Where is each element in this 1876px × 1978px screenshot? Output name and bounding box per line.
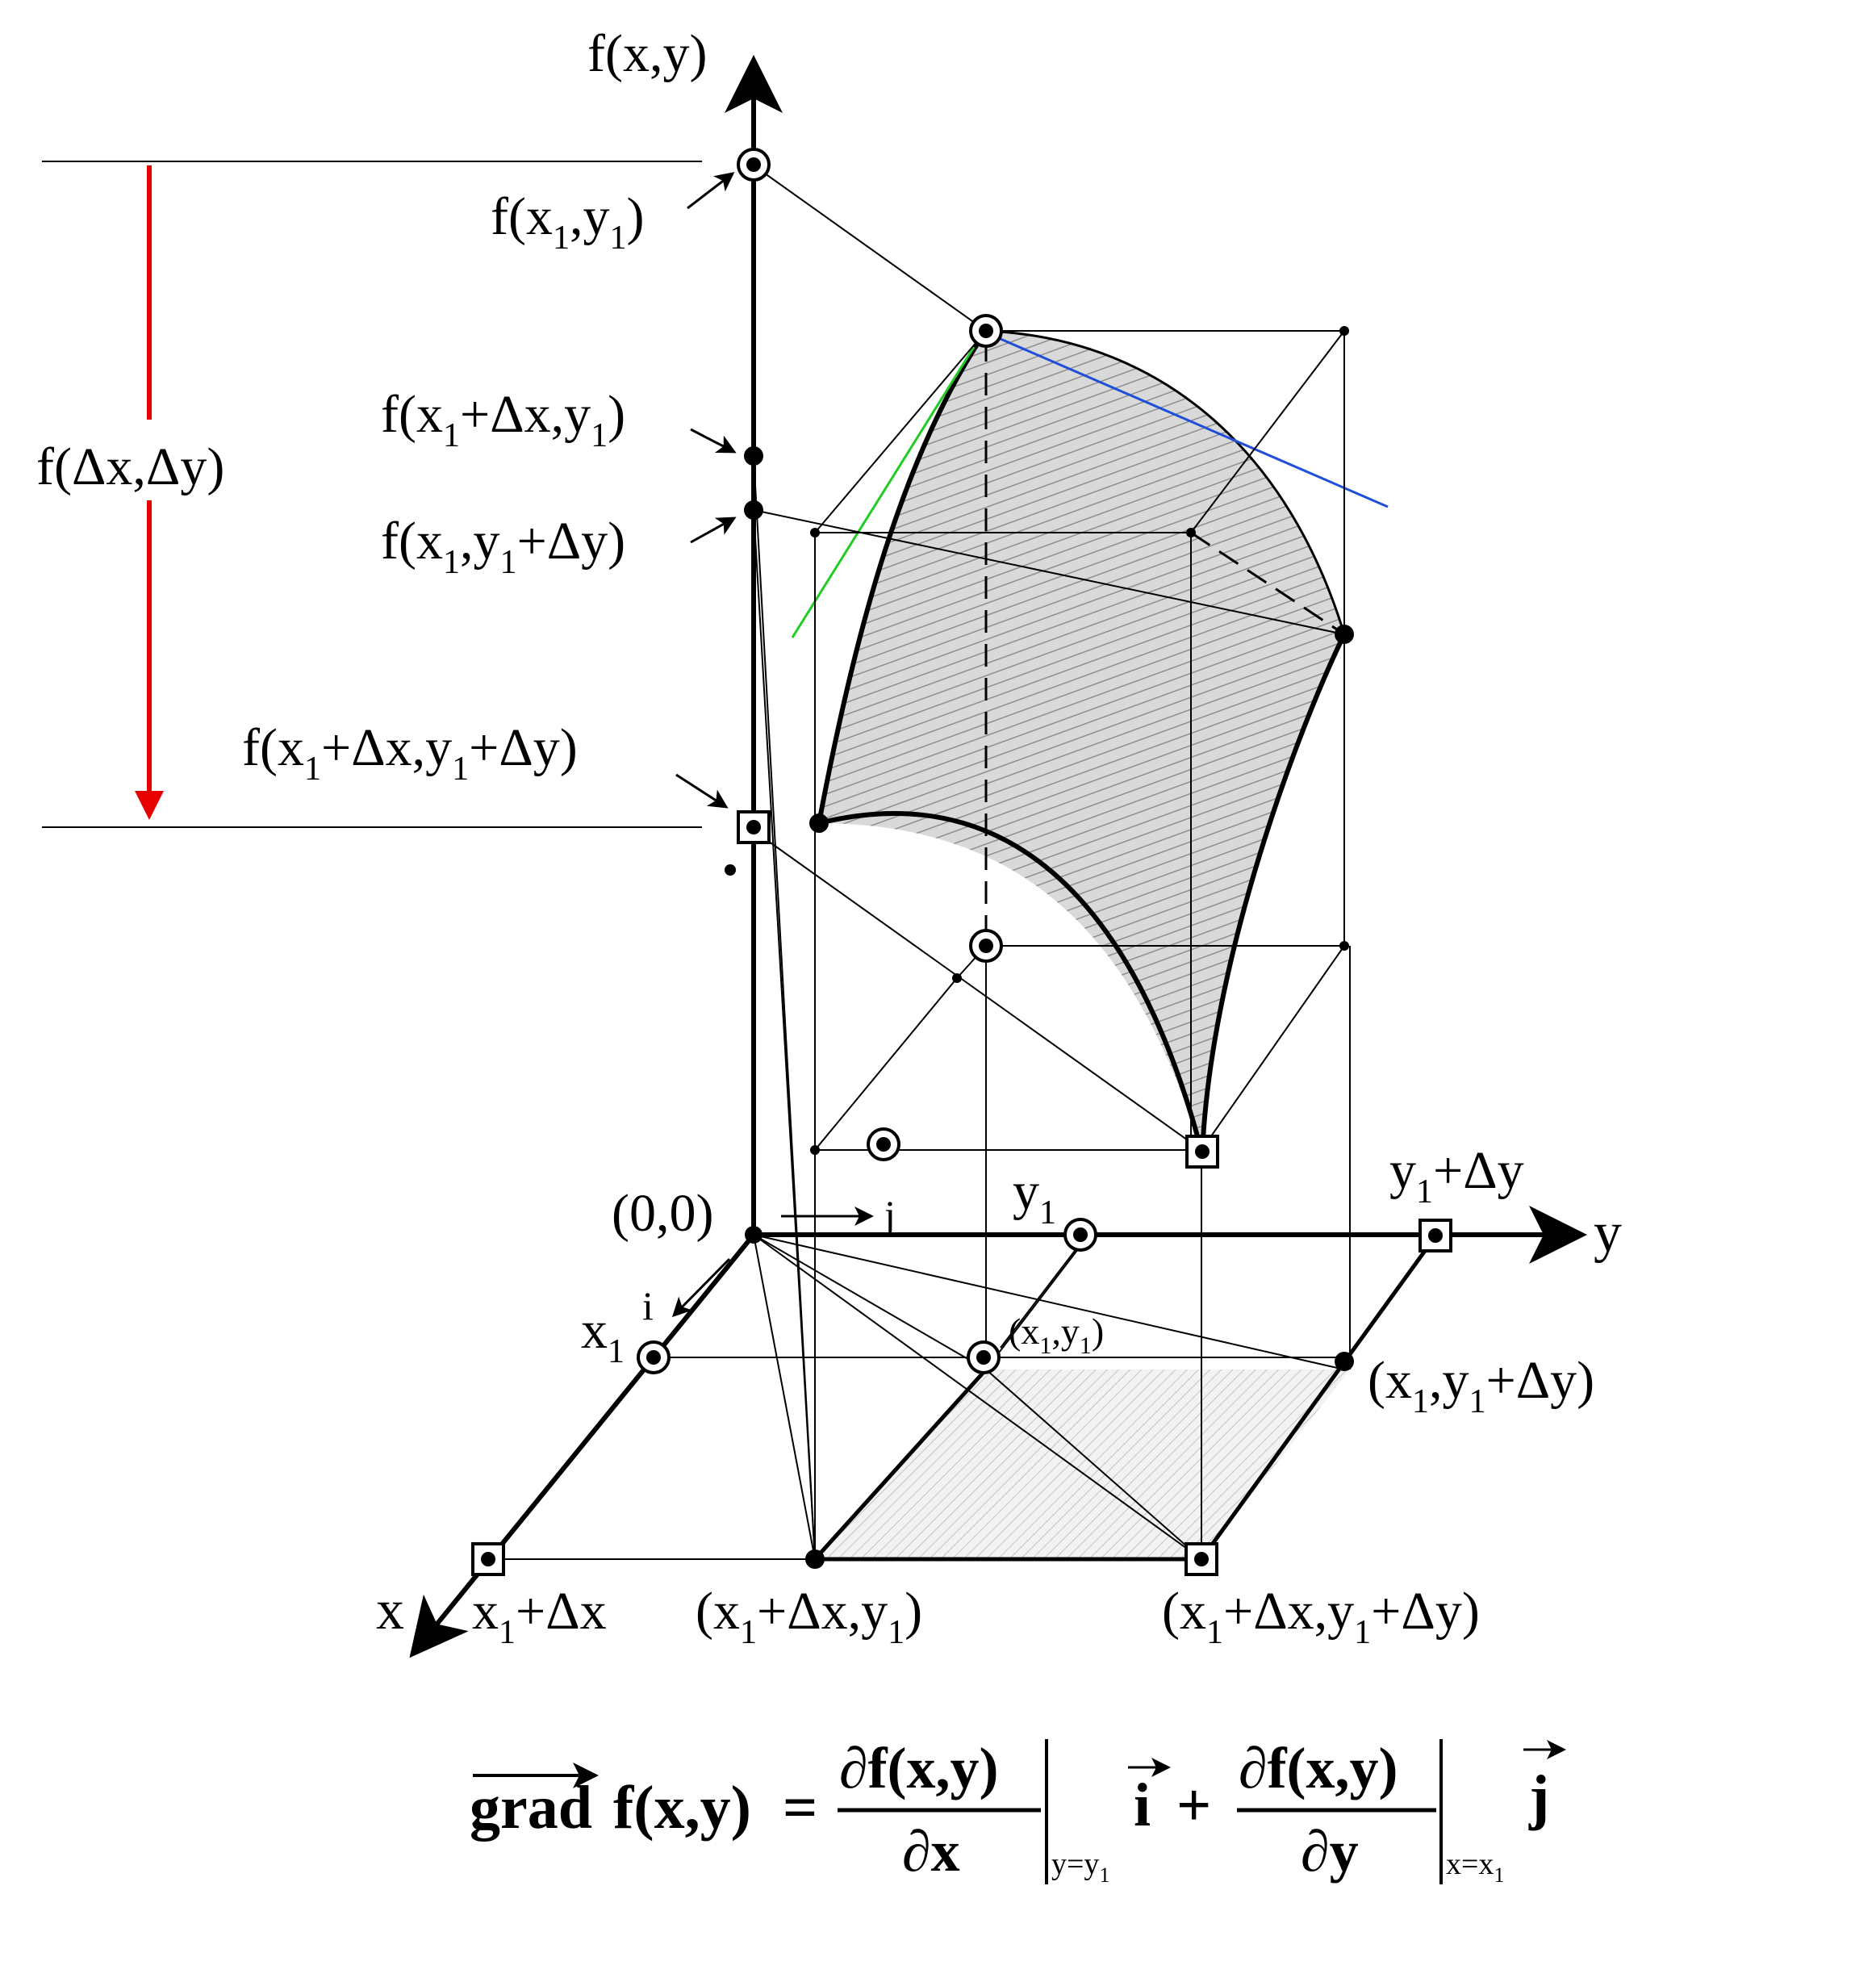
square-point-y1dy <box>1418 1219 1452 1252</box>
formula-num2: ∂f(x,y) <box>1239 1736 1398 1800</box>
dot-small-e <box>952 973 962 983</box>
label-f-delta: f(Δx,Δy) <box>36 437 224 496</box>
circled-point-mid <box>969 929 1003 963</box>
formula-den2: ∂y <box>1301 1819 1359 1884</box>
dot-small-f <box>810 1145 820 1155</box>
circled-point-surface-top <box>969 314 1003 348</box>
dot-f-x1-y1dy <box>744 500 763 520</box>
unit-j-label: j <box>883 1192 896 1237</box>
square-point-f-x1dx-y1dy <box>737 810 771 844</box>
formula-den1: ∂x <box>902 1819 960 1884</box>
gradient-formula: grad f(x,y) = ∂f(x,y) ∂x y=y1 i + ∂f(x,y… <box>470 1736 1566 1887</box>
circled-point-y1 <box>1063 1218 1097 1252</box>
label-pt-x1-y1: (x1,y1) <box>1009 1311 1104 1359</box>
square-point-x1dx-y1dy <box>1185 1542 1218 1576</box>
base-edge-left <box>813 1368 988 1561</box>
formula-unit2: j <box>1528 1763 1549 1831</box>
y-axis-label: y <box>1594 1202 1622 1264</box>
circled-point-f-x1-y1 <box>737 148 771 182</box>
formula-grad: grad <box>470 1774 592 1842</box>
pointer-f-x1dx-y1dy <box>675 773 729 809</box>
x-axis <box>409 1233 756 1658</box>
dot-small-d <box>1339 941 1349 951</box>
label-pt-x1-y1dy: (x1,y1+Δy) <box>1368 1351 1594 1420</box>
label-f-x1-y1dy: f(x1,y1+Δy) <box>381 512 625 581</box>
base-domain-shading <box>815 1370 1350 1559</box>
formula-plus: + <box>1176 1771 1211 1839</box>
delta-f-label-bg <box>32 420 274 500</box>
label-x1dx: x1+Δx <box>472 1582 607 1651</box>
square-point-x1dx <box>471 1542 505 1576</box>
label-y1: y1 <box>1013 1162 1056 1232</box>
unit-i-label: i <box>642 1283 654 1328</box>
dot-small-g <box>725 864 736 876</box>
dot-f-x1dx-y1 <box>744 446 763 466</box>
square-point-surface-corner <box>1185 1135 1219 1169</box>
base-edge-right <box>1199 1235 1438 1561</box>
pointer-f-x1-y1dy <box>690 516 737 544</box>
dot-small-a <box>1339 326 1349 336</box>
surface-edge-bottom <box>818 811 1205 1155</box>
tangent-line-x <box>791 346 976 638</box>
dot-surface-left <box>809 813 829 833</box>
label-f-x1dx-y1: f(x1+Δx,y1) <box>381 385 625 454</box>
points <box>471 148 1452 1576</box>
label-pt-x1dx-y1dy: (x1+Δx,y1+Δy) <box>1162 1582 1480 1651</box>
dot-origin <box>745 1226 763 1244</box>
label-x1: x1 <box>581 1301 625 1370</box>
formula-unit1: i <box>1134 1771 1151 1839</box>
dot-surface-right <box>1335 625 1354 644</box>
dot-x1dx-y1 <box>805 1549 825 1569</box>
x-axis-label: x <box>376 1579 404 1641</box>
formula-eval2: x=x1 <box>1446 1847 1504 1887</box>
label-f-x1dx-y1dy: f(x1+Δx,y1+Δy) <box>242 718 578 788</box>
surface-patch <box>819 331 1344 1154</box>
tangent-line-y <box>1000 337 1389 508</box>
circled-point-j <box>867 1127 900 1161</box>
surface-edge-top-right <box>985 329 1346 635</box>
pointer-f-x1dx-y1 <box>690 428 737 454</box>
pointer-pt-x1-y1 <box>1000 1247 1078 1349</box>
circled-point-x1-y1 <box>967 1340 1001 1374</box>
f-axis-label: f(x,y) <box>587 24 707 83</box>
label-f-x1-y1: f(x1,y1) <box>491 187 644 257</box>
pointer-f-x1-y1 <box>687 172 735 210</box>
label-y1dy: y1+Δy <box>1389 1141 1524 1211</box>
dot-x1-y1dy <box>1335 1352 1354 1371</box>
formula-lhs: f(x,y) <box>613 1774 751 1842</box>
circled-point-x1 <box>637 1340 671 1374</box>
dot-small-c <box>1186 528 1196 537</box>
surface-edge-left <box>817 329 988 824</box>
unit-i-arrow <box>671 1257 731 1318</box>
surface-edge-right <box>1200 633 1347 1155</box>
origin-label: (0,0) <box>612 1184 713 1243</box>
hidden-line-diagonal <box>1190 531 1345 636</box>
formula-num1: ∂f(x,y) <box>839 1736 999 1800</box>
label-pt-x1dx-y1: (x1+Δx,y1) <box>696 1582 922 1651</box>
formula-equals: = <box>783 1774 817 1842</box>
formula-eval1: y=y1 <box>1051 1847 1109 1887</box>
dot-small-b <box>810 528 820 537</box>
